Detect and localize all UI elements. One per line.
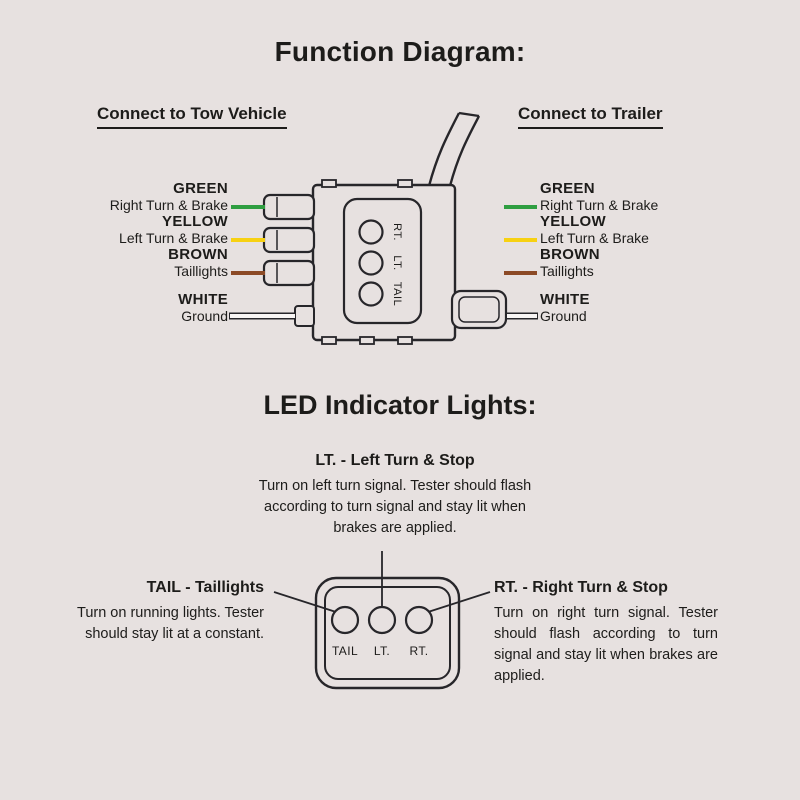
wire-color-name: BROWN [168, 246, 228, 263]
tester-body [262, 179, 508, 345]
tester-led-label-tail: TAIL [391, 281, 403, 307]
wire-color-name: GREEN [540, 180, 595, 197]
tow-vehicle-heading-text: Connect to Tow Vehicle [97, 104, 287, 129]
wire-label-green-left: GREEN Right Turn & Brake [0, 180, 228, 214]
trailer-heading: Connect to Trailer [518, 104, 663, 129]
body-tab [397, 179, 413, 188]
led-circle-lt [358, 250, 384, 276]
tow-vehicle-heading: Connect to Tow Vehicle [97, 104, 287, 129]
device-led-circle-rt [404, 605, 434, 635]
connector-prong-brown [262, 259, 316, 287]
wire-label-white-left: WHITE Ground [0, 291, 228, 325]
wire-color-name: BROWN [540, 246, 600, 263]
body-tab [359, 336, 375, 345]
wire-function: Ground [181, 308, 228, 324]
device-led-label-rt: RT. [409, 644, 429, 658]
lt-callout-heading: LT. - Left Turn & Stop [315, 452, 475, 469]
device-led-label-tail: TAIL [331, 644, 359, 658]
wire-color-name: YELLOW [540, 213, 606, 230]
trailer-heading-text: Connect to Trailer [518, 104, 663, 129]
wire-label-yellow-right: YELLOW Left Turn & Brake [540, 213, 780, 247]
wire-label-brown-right: BROWN Taillights [540, 246, 780, 280]
wire-label-yellow-left: YELLOW Left Turn & Brake [0, 213, 228, 247]
tail-pointer-line [273, 591, 337, 613]
device-led-label-lt: LT. [373, 644, 391, 658]
led-section-title: LED Indicator Lights: [263, 390, 537, 420]
callout-pointer-lines [273, 551, 491, 613]
led-circle-tail [358, 281, 384, 307]
wire-label-green-right: GREEN Right Turn & Brake [540, 180, 780, 214]
tester-led-label-rt: RT. [391, 223, 403, 241]
page-title: Function Diagram: [274, 36, 526, 67]
bottom-device [314, 576, 461, 690]
lt-callout-body: Turn on left turn signal. Tester should … [258, 478, 532, 536]
wire-color-name: YELLOW [162, 213, 228, 230]
wire-function: Right Turn & Brake [540, 197, 659, 213]
wire-function: Ground [540, 308, 587, 324]
tail-callout-heading: TAIL - Taillights [146, 579, 264, 596]
device-led-circle-tail [330, 605, 360, 635]
wire-function: Left Turn & Brake [540, 230, 649, 246]
body-tab [321, 179, 337, 188]
tester-cable [427, 111, 481, 187]
connector-prong-green [262, 193, 316, 221]
tester-led-label-lt: LT. [391, 255, 403, 271]
body-tab [321, 336, 337, 345]
wire-label-brown-left: BROWN Taillights [0, 246, 228, 280]
rt-pointer-line [427, 591, 491, 613]
white-wire-tab [294, 305, 315, 327]
rt-callout-body: Turn on right turn signal. Tester should… [494, 605, 718, 684]
rt-callout: RT. - Right Turn & Stop Turn on right tu… [494, 579, 718, 687]
wire-label-white-right: WHITE Ground [540, 291, 780, 325]
trailer-plug-inner [458, 296, 500, 323]
connector-prong-yellow [262, 226, 316, 254]
led-circle-rt [358, 219, 384, 245]
wire-function: Taillights [174, 263, 228, 279]
device-led-circle-lt [367, 605, 397, 635]
rt-callout-heading: RT. - Right Turn & Stop [494, 579, 668, 596]
wire-color-name: WHITE [178, 291, 228, 308]
tail-callout: TAIL - Taillights Turn on running lights… [52, 579, 264, 645]
wire-function: Left Turn & Brake [119, 230, 228, 246]
wire-color-name: WHITE [540, 291, 590, 308]
tail-callout-body: Turn on running lights. Tester should st… [77, 605, 264, 642]
wire-color-name: GREEN [173, 180, 228, 197]
bottom-device-leds [330, 605, 434, 635]
lt-callout: LT. - Left Turn & Stop Turn on left turn… [252, 452, 538, 539]
wire-function: Taillights [540, 263, 594, 279]
wire-function: Right Turn & Brake [109, 197, 228, 213]
body-tab [397, 336, 413, 345]
